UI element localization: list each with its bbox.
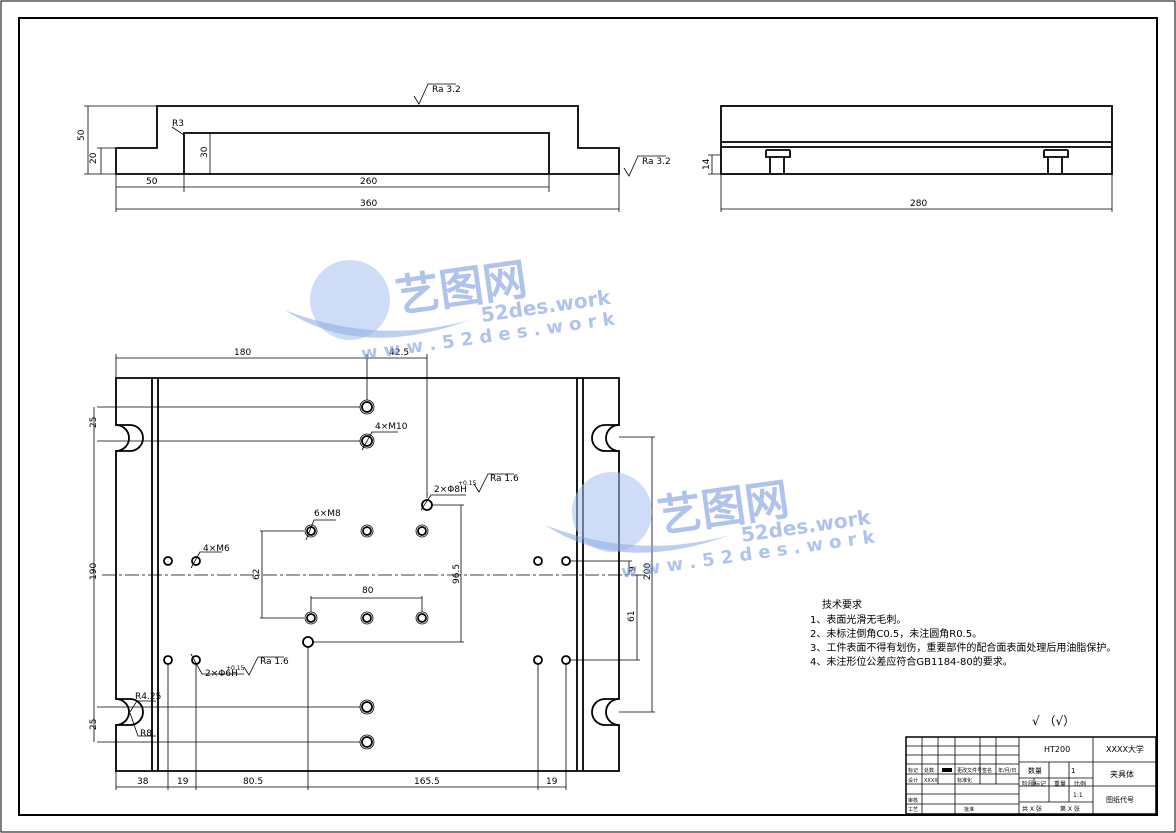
title-block: HT200 XXXX大学 数量 1 夹具体 阶段标记 重量 比例 1:1 图纸代… xyxy=(905,736,1157,815)
dim-plan-25-top: 25 xyxy=(89,417,99,428)
roughness-right: Ra 3.2 xyxy=(642,157,671,167)
dim-plan-180: 180 xyxy=(234,348,251,358)
callout-2xphi6-tol: +0.15 xyxy=(226,665,245,672)
dim-plan-62: 62 xyxy=(252,569,262,580)
tb-qty-value: 1 xyxy=(1071,767,1075,775)
dim-top-len-360: 360 xyxy=(360,199,377,209)
watermark-right: 艺图网 w w w . 5 2 d e s . w o r k 52des.wo… xyxy=(545,472,877,583)
tb-material: HT200 xyxy=(1044,745,1070,754)
callout-2xphi8-tol: +0.15 xyxy=(458,480,477,487)
tb-part-name: 夹具体 xyxy=(1110,769,1134,779)
tb-scale-value: 1:1 xyxy=(1073,792,1083,799)
tb-scale-label: 比例 xyxy=(1074,780,1086,788)
plan-view: 180 42.5 25 190 25 62 80 96.5 9 61 200 3… xyxy=(89,348,655,790)
callout-4xm10: 4×M10 xyxy=(375,422,408,432)
dim-plan-42-5: 42.5 xyxy=(389,348,409,358)
requirements-heading: 技术要求 xyxy=(822,598,862,611)
globe-icon xyxy=(310,260,390,340)
tb-sheet-no: 第 X 张 xyxy=(1060,805,1080,813)
tb-process-label: 工艺 xyxy=(908,807,918,813)
dim-side-height-14: 14 xyxy=(702,158,712,170)
technical-requirements: 技术要求 1、表面光滑无毛刺。 2、未标注倒角C0.5，未注圆角R0.5。 3、… xyxy=(810,598,1116,728)
dim-top-height-30: 30 xyxy=(200,146,210,158)
dim-plan-19-right: 19 xyxy=(546,777,558,787)
requirement-1: 1、表面光滑无毛刺。 xyxy=(810,613,906,626)
tb-stage-label: 阶段标记 xyxy=(1022,780,1046,788)
dim-plan-80-5: 80.5 xyxy=(243,777,263,787)
dim-plan-38: 38 xyxy=(137,777,149,787)
callout-ra16-b: Ra 1.6 xyxy=(260,657,289,667)
dim-plan-61: 61 xyxy=(627,611,637,622)
tb-designer-value: XXXX xyxy=(924,778,938,784)
callout-6xm8: 6×M8 xyxy=(314,509,341,519)
dim-plan-165-5: 165.5 xyxy=(414,777,440,787)
tb-standard-label: 标准化 xyxy=(957,777,972,784)
dim-plan-25-bottom: 25 xyxy=(89,719,99,730)
tb-qty-label: 数量 xyxy=(1028,766,1042,775)
callout-2xphi6: 2×Φ6H xyxy=(205,669,238,679)
tb-approve-label: 批准 xyxy=(964,806,974,813)
roughness-top: Ra 3.2 xyxy=(432,85,461,95)
tb-zone-label: 更改文件号 xyxy=(957,767,982,774)
front-view: 50 20 30 R3 50 260 360 Ra 3.2 Ra 3.2 xyxy=(77,83,671,212)
dim-plan-19-left: 19 xyxy=(177,777,189,787)
dim-top-height-20: 20 xyxy=(89,152,99,164)
tb-date-label: 年/月/日 xyxy=(998,767,1016,774)
tb-count-label: 处数 xyxy=(924,767,934,774)
callout-2xphi8: 2×Φ8H xyxy=(434,485,467,495)
inner-frame xyxy=(18,17,1158,816)
dim-plan-80: 80 xyxy=(362,586,374,596)
tb-institution: XXXX大学 xyxy=(1106,744,1144,754)
title-block-mark xyxy=(942,768,952,772)
callout-r8: R8 xyxy=(140,729,152,739)
requirement-4: 4、未注形位公差应符合GB1184-80的要求。 xyxy=(810,655,1013,668)
hole-group xyxy=(163,399,571,750)
callout-ra16-a: Ra 1.6 xyxy=(490,474,519,484)
tb-sign-label: 签名 xyxy=(982,767,992,774)
tb-sheets-total: 共 X 张 xyxy=(1022,805,1042,813)
tb-drawing-no: 图纸代号 xyxy=(1106,795,1134,804)
tb-review-label: 审核 xyxy=(908,797,918,804)
general-roughness: √ （√） xyxy=(1032,714,1075,728)
dim-plan-96-5: 96.5 xyxy=(452,564,462,584)
side-view: 14 280 xyxy=(702,105,1113,212)
dim-top-len-260: 260 xyxy=(360,177,377,187)
requirement-2: 2、未标注倒角C0.5，未注圆角R0.5。 xyxy=(810,627,982,640)
dim-top-fillet: R3 xyxy=(172,119,184,129)
dim-plan-9: 9 xyxy=(628,566,638,572)
tb-designer-label: 设计 xyxy=(908,777,918,784)
globe-icon-2 xyxy=(572,472,652,552)
dim-top-height-50: 50 xyxy=(77,129,87,141)
tb-weight-label: 重量 xyxy=(1054,780,1066,788)
tb-mark-label: 标记 xyxy=(908,767,918,774)
dim-side-len-280: 280 xyxy=(910,199,927,209)
dim-plan-190: 190 xyxy=(89,563,99,580)
callout-r4-25: R4.25 xyxy=(135,692,161,702)
dim-plan-200: 200 xyxy=(643,563,653,580)
dim-top-len-50: 50 xyxy=(146,177,158,187)
requirement-3: 3、工件表面不得有划伤，重要部件的配合面表面处理后用油脂保护。 xyxy=(810,641,1116,654)
callout-4xm6: 4×M6 xyxy=(203,544,230,554)
watermark-left: 艺图网 w w w . 5 2 d e s . w o r k 52des.wo… xyxy=(285,254,617,365)
